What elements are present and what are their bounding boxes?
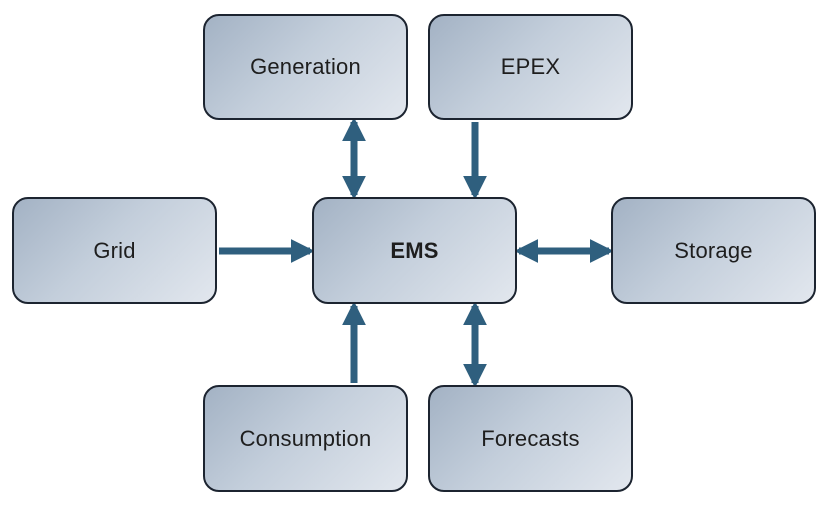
node-ems: EMS xyxy=(312,197,517,304)
node-consumption: Consumption xyxy=(203,385,408,492)
node-storage: Storage xyxy=(611,197,816,304)
node-grid: Grid xyxy=(12,197,217,304)
node-forecasts-label: Forecasts xyxy=(481,425,580,451)
node-storage-label: Storage xyxy=(674,237,753,263)
node-consumption-label: Consumption xyxy=(239,425,372,451)
node-generation-label: Generation xyxy=(250,54,361,79)
node-generation: Generation xyxy=(203,14,408,120)
node-forecasts: Forecasts xyxy=(428,385,633,492)
node-ems-label: EMS xyxy=(390,237,439,263)
node-grid-label: Grid xyxy=(93,237,136,263)
node-epex: EPEX xyxy=(428,14,633,120)
node-epex-label: EPEX xyxy=(500,54,561,79)
